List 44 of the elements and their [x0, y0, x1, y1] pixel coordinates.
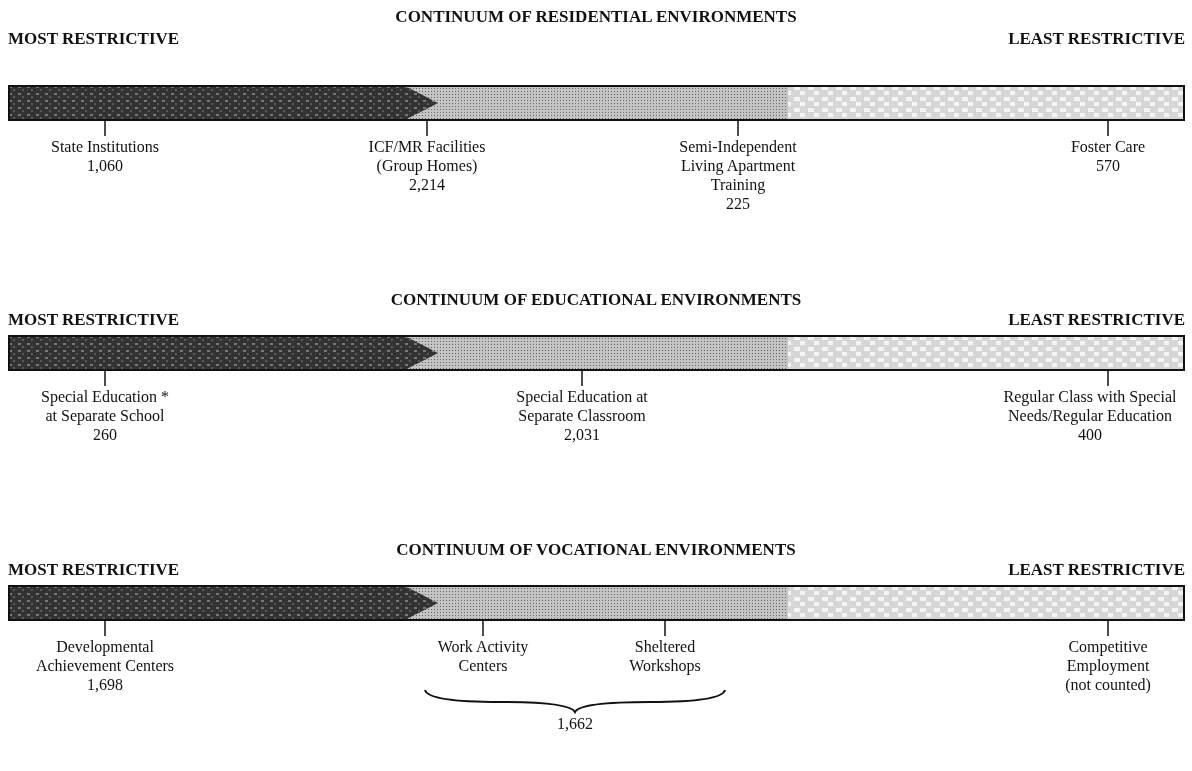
count-label: 1,698 [86, 675, 124, 694]
setting-label: Developmental Achievement Centers [34, 637, 176, 675]
setting-label: Semi-Independent Living Apartment Training [678, 137, 798, 194]
leader-line [664, 620, 666, 637]
leader-line [482, 620, 484, 637]
setting-label: ICF/MR Facilities (Group Homes) [367, 137, 487, 175]
count-label: 1,662 [557, 714, 593, 733]
leader-line [737, 120, 739, 137]
continuum-heading: CONTINUUM OF EDUCATIONAL ENVIRONMENTS [390, 290, 802, 310]
setting-label: Regular Class with Special Needs/Regular Education [1002, 387, 1178, 425]
scale-end-label: MOST RESTRICTIVE [8, 29, 180, 49]
scale-end-label: LEAST RESTRICTIVE [1008, 560, 1185, 580]
leader-line [104, 620, 106, 637]
count-label: 400 [1077, 425, 1103, 444]
continuum-heading: CONTINUUM OF VOCATIONAL ENVIRONMENTS [396, 540, 796, 560]
leader-line [104, 120, 106, 137]
scale-end-label: MOST RESTRICTIVE [8, 310, 180, 330]
count-label: 260 [92, 425, 118, 444]
setting-label: Special Education * at Separate School [40, 387, 170, 425]
count-label: 2,031 [563, 425, 601, 444]
count-label: 225 [725, 194, 751, 213]
scale-end-label: LEAST RESTRICTIVE [1008, 29, 1185, 49]
leader-line [581, 370, 583, 387]
setting-label: Special Education at Separate Classroom [515, 387, 649, 425]
setting-label: Sheltered Workshops [628, 637, 702, 675]
continuum-heading: CONTINUUM OF RESIDENTIAL ENVIRONMENTS [395, 7, 797, 27]
continuum-bar [8, 585, 1185, 621]
scale-end-label: MOST RESTRICTIVE [8, 560, 180, 580]
leader-line [1107, 620, 1109, 637]
count-label: 570 [1095, 156, 1121, 175]
continuum-bar [8, 335, 1185, 371]
leader-line [104, 370, 106, 387]
setting-label: Competitive Employment [1065, 637, 1151, 675]
setting-label: Work Activity Centers [436, 637, 530, 675]
leader-line [426, 120, 428, 137]
setting-label: State Institutions [50, 137, 160, 156]
leader-line [1107, 120, 1109, 137]
setting-label: Foster Care [1069, 137, 1147, 156]
count-label: 2,214 [408, 175, 446, 194]
count-label: 1,060 [86, 156, 124, 175]
scale-end-label: LEAST RESTRICTIVE [1008, 310, 1185, 330]
count-label: (not counted) [1064, 675, 1152, 694]
continuum-bar [8, 85, 1185, 121]
leader-line [1107, 370, 1109, 387]
